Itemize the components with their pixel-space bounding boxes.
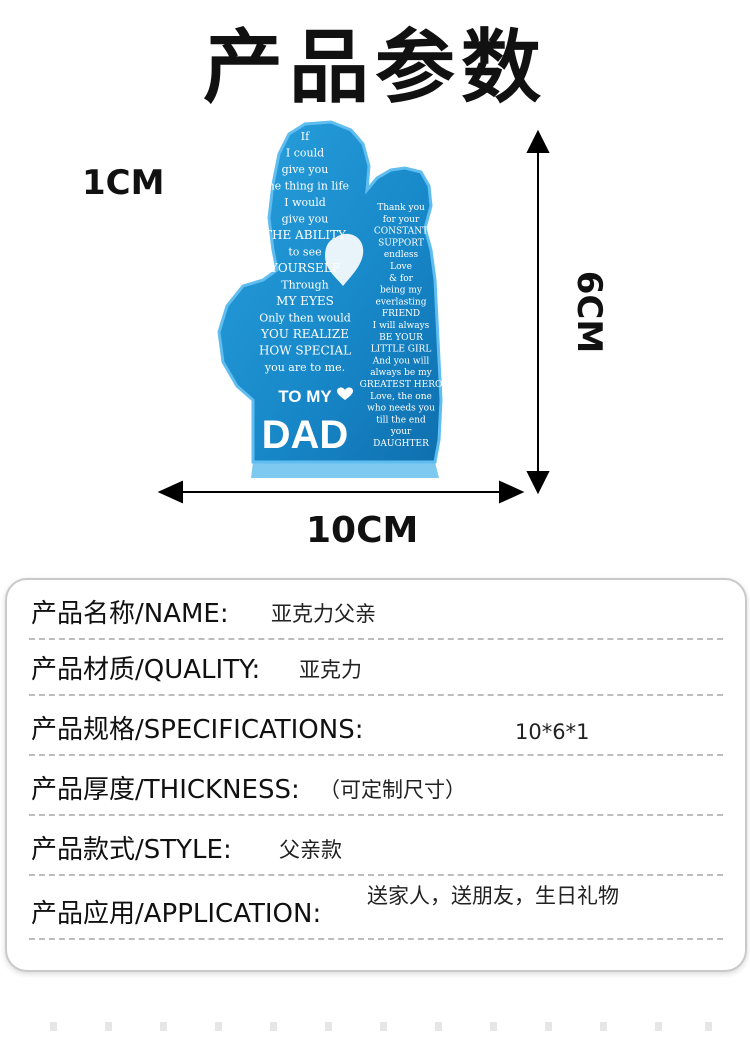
spec-value: 亚克力父亲: [271, 602, 376, 626]
left-col-line: give you: [282, 213, 329, 226]
left-col-line: I would: [284, 196, 326, 209]
dot: [435, 1022, 442, 1031]
dot: [655, 1022, 662, 1031]
cutout-shape: [325, 233, 364, 286]
left-col-line: Through: [281, 279, 329, 292]
left-col-line: MY EYES: [276, 294, 334, 308]
left-col-line: Only then would: [259, 312, 351, 325]
right-col-line: for your: [383, 215, 420, 225]
dot: [50, 1022, 57, 1031]
spec-row-quality: 产品材质/QUALITY: 亚克力: [29, 636, 723, 696]
left-col-line: one thing in life: [261, 180, 349, 193]
spec-value: 10*6*1: [515, 720, 590, 744]
decorative-dots: [0, 1022, 750, 1034]
left-col-line: YOURSELF: [269, 261, 340, 275]
spec-label: 产品应用/APPLICATION:: [31, 899, 322, 929]
right-col-line: LITTLE GIRL: [371, 345, 432, 355]
plaque-base-edge: [251, 462, 439, 478]
width-label: 10CM: [306, 510, 419, 551]
dot: [545, 1022, 552, 1031]
right-col-line: SUPPORT: [378, 238, 424, 248]
right-col-line: & for: [389, 274, 414, 284]
spec-label: 产品材质/QUALITY:: [31, 655, 261, 685]
acrylic-dad-plaque: If I could give you one thing in life I woul…: [217, 120, 443, 478]
spec-table: 产品名称/NAME: 亚克力父亲 产品材质/QUALITY: 亚克力 产品规格/…: [5, 578, 747, 972]
right-col-line: Love, the one: [370, 392, 432, 402]
thickness-label: 1CM: [82, 163, 165, 203]
left-col-line: THE ABILITY: [264, 228, 347, 242]
spec-label: 产品厚度/THICKNESS:: [31, 775, 300, 805]
spec-value: （可定制尺寸）: [319, 778, 466, 802]
dot: [600, 1022, 607, 1031]
plaque-silhouette: [217, 120, 443, 464]
spec-value: 亚克力: [299, 658, 362, 682]
dad-text: DAD: [262, 413, 349, 457]
right-col-line: Love: [390, 262, 412, 272]
right-col-line: CONSTANT: [374, 227, 428, 237]
right-col-line: FRIEND: [382, 309, 420, 319]
left-col-line: HOW SPECIAL: [259, 344, 351, 358]
right-col-line: everlasting: [376, 297, 427, 307]
right-col-line: endless: [384, 250, 419, 260]
dot: [215, 1022, 222, 1031]
right-col-line: who needs you: [367, 404, 435, 414]
spec-row-specifications: 产品规格/SPECIFICATIONS: 10*6*1: [29, 696, 723, 756]
right-col-line: And you will: [372, 356, 430, 366]
left-col-line: If: [301, 130, 310, 143]
spec-row-application: 产品应用/APPLICATION: 送家人，送朋友，生日礼物: [29, 876, 723, 940]
spec-label: 产品名称/NAME:: [31, 599, 229, 629]
spec-value: 父亲款: [279, 838, 342, 862]
left-col-line: YOU REALIZE: [260, 327, 349, 341]
heart-icon: [337, 387, 353, 400]
dot: [270, 1022, 277, 1031]
page-title: 产品参数: [203, 21, 547, 114]
right-col-line: always be my: [370, 368, 432, 378]
right-col-line: till the end: [376, 415, 426, 425]
spec-label: 产品款式/STYLE:: [31, 835, 232, 865]
right-col-line: I will always: [373, 321, 430, 331]
spec-value: 送家人，送朋友，生日礼物: [367, 884, 619, 908]
dot: [325, 1022, 332, 1031]
right-col-line: DAUGHTER: [373, 439, 429, 449]
height-arrow: [526, 129, 550, 495]
left-col-line: you are to me.: [264, 361, 345, 374]
right-col-line: BE YOUR: [379, 333, 423, 343]
left-col-line: to see: [288, 246, 321, 259]
right-col-line: GREATEST HERO: [360, 380, 443, 390]
to-my-text: TO MY: [278, 387, 332, 406]
width-arrow: [157, 480, 525, 504]
left-col-line: I could: [286, 147, 324, 160]
dot: [705, 1022, 712, 1031]
dot: [105, 1022, 112, 1031]
right-col-line: being my: [380, 286, 423, 296]
spec-label: 产品规格/SPECIFICATIONS:: [31, 715, 364, 745]
spec-row-name: 产品名称/NAME: 亚克力父亲: [29, 580, 723, 640]
dot: [160, 1022, 167, 1031]
spec-row-style: 产品款式/STYLE: 父亲款: [29, 816, 723, 876]
spec-row-thickness: 产品厚度/THICKNESS: （可定制尺寸）: [29, 756, 723, 816]
right-col-line: Thank you: [377, 203, 425, 213]
dot: [490, 1022, 497, 1031]
left-col-line: give you: [282, 163, 329, 176]
right-col-line: your: [390, 427, 412, 437]
dimension-arrows: [157, 129, 550, 504]
dot: [380, 1022, 387, 1031]
